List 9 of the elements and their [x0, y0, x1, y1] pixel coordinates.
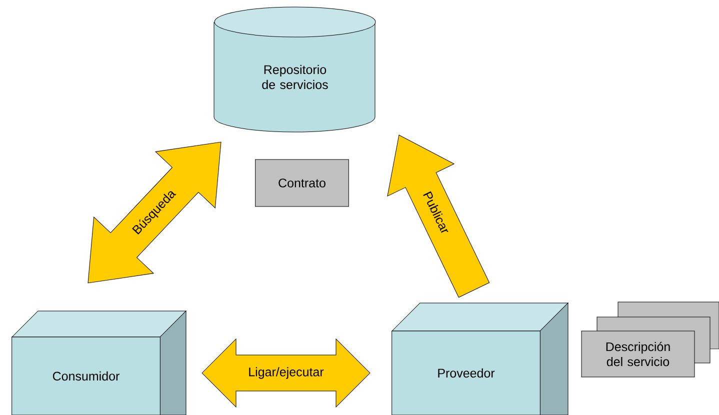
block-arrow — [387, 134, 490, 298]
cube-box: Consumidor — [12, 310, 186, 415]
stacked-documents: Descripción del servicio — [581, 302, 719, 378]
cube-box: Proveedor — [392, 302, 568, 415]
block-arrow — [88, 142, 222, 284]
cylinder-node: Repositorio de servicios — [214, 6, 376, 132]
block-arrow — [202, 338, 370, 408]
process-box: Contrato — [255, 159, 349, 207]
edge-label: Ligar/ejecutar — [249, 367, 324, 379]
